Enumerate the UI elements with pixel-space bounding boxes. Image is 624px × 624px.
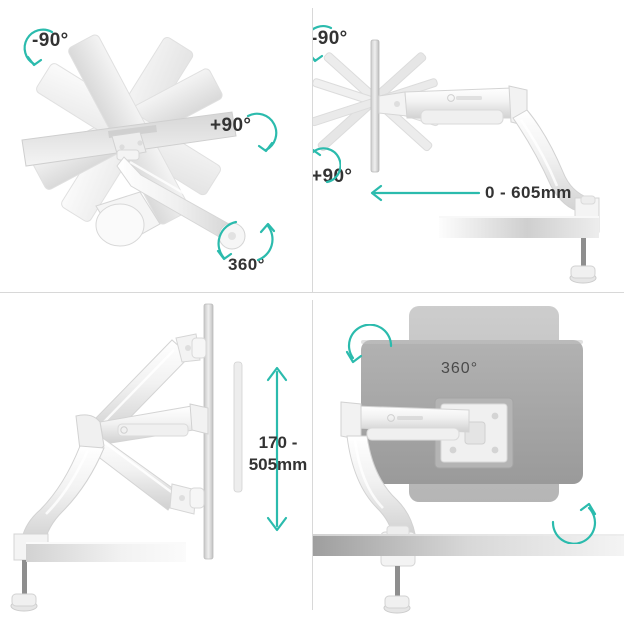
annotation-joint-rotation-360: 360° bbox=[228, 255, 265, 274]
screen-swivel-panel: 360° bbox=[313, 294, 624, 624]
monitor-edge-view bbox=[370, 39, 380, 173]
annotation-rotate-negative-90: -90° bbox=[32, 30, 69, 51]
height-range-line-2: 505mm bbox=[248, 455, 308, 474]
annotation-tr-rotate-positive-90: +90° bbox=[313, 166, 353, 187]
mount-bracket bbox=[111, 131, 147, 161]
height-adjustment-panel: 170 - 505mm bbox=[0, 294, 311, 624]
rotate-clockwise-arc-icon bbox=[313, 147, 341, 184]
annotation-tr-rotate-negative-90: -90° bbox=[313, 28, 348, 49]
annotation-screen-rotation-360: 360° bbox=[441, 360, 479, 377]
height-range-line-1: 170 - bbox=[258, 433, 298, 452]
screen-rotation-panel: -90° +90° 360° bbox=[0, 0, 311, 292]
rotate-counterclockwise-arc-icon bbox=[551, 502, 597, 544]
arrow-up-down-icon bbox=[266, 366, 288, 532]
rotate-clockwise-arc-icon bbox=[246, 112, 278, 153]
desk-clamp bbox=[569, 195, 600, 284]
grid-divider-horizontal bbox=[0, 292, 624, 293]
arm-lowered-position bbox=[91, 435, 205, 515]
rotate-clockwise-arc-icon bbox=[345, 324, 393, 364]
arm-assembly bbox=[95, 156, 246, 250]
rotate-counterclockwise-arc-icon bbox=[313, 25, 333, 63]
vesa-head bbox=[378, 91, 408, 117]
main-post-and-base bbox=[10, 414, 105, 612]
height-adjustment-illustration bbox=[10, 303, 243, 612]
upper-arm-assembly bbox=[340, 401, 470, 441]
monitor-upper-position bbox=[233, 361, 243, 493]
reach-extension-panel: -90° +90° 0 - 605mm bbox=[313, 0, 624, 292]
grid-divider-vertical-bottom bbox=[312, 300, 313, 610]
rotate-counterclockwise-arc-icon bbox=[23, 28, 54, 67]
annotation-rotate-positive-90: +90° bbox=[210, 115, 252, 136]
upper-arm-assembly bbox=[404, 85, 528, 127]
rotate-both-arcs-icon bbox=[216, 220, 276, 262]
arrow-left-icon bbox=[370, 184, 481, 202]
annotation-height-range: 170 - 505mm bbox=[238, 432, 311, 476]
annotation-horizontal-reach: 0 - 605mm bbox=[485, 183, 572, 202]
screen-swivel-illustration bbox=[313, 306, 624, 614]
desk-surface bbox=[439, 216, 599, 238]
desk-surface bbox=[26, 542, 186, 562]
reach-extension-illustration bbox=[313, 39, 600, 284]
desk-surface bbox=[313, 534, 624, 556]
arm-middle-position bbox=[99, 403, 209, 445]
screen-rotation-illustration bbox=[21, 34, 246, 250]
